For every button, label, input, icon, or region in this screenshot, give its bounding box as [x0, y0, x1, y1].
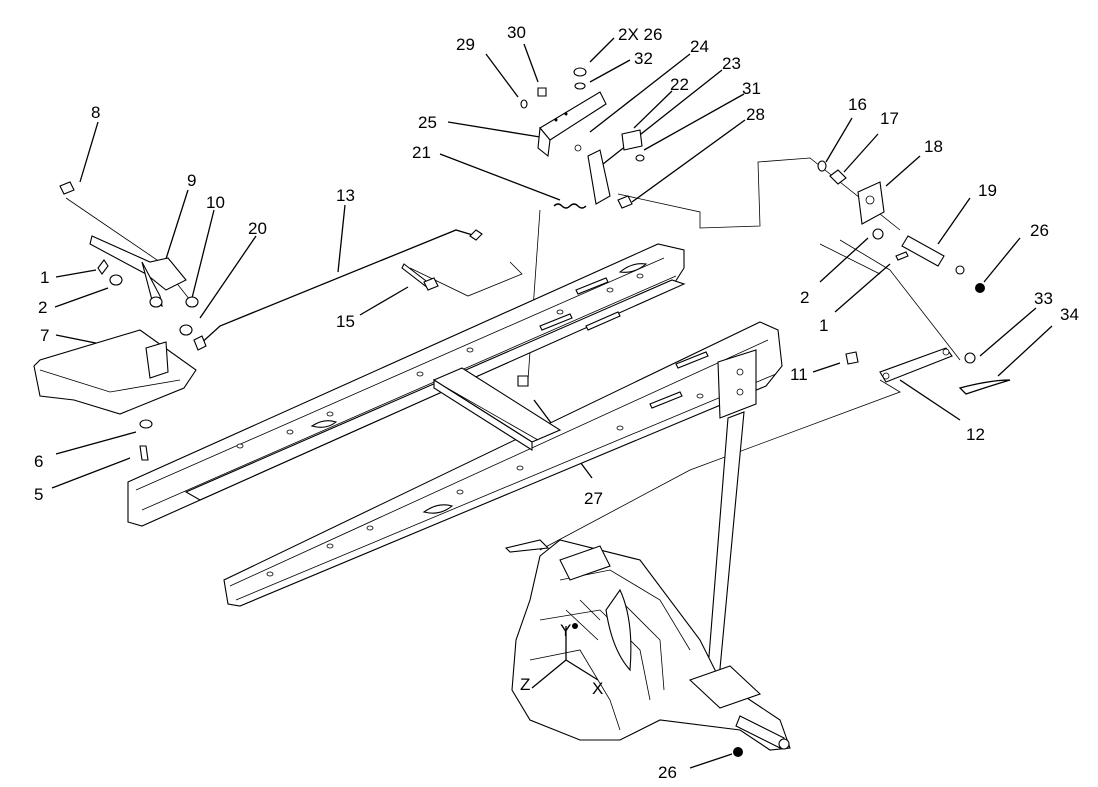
callout-7: 7	[40, 326, 49, 345]
callout-21: 21	[412, 143, 431, 162]
callout-labels: 8 9 10 20 1 2 7 6 5 13 15 29 30 2X 26 32…	[34, 23, 1079, 782]
callout-6: 6	[34, 452, 43, 471]
callout-5: 5	[34, 485, 43, 504]
drive-linkage-assembly	[817, 160, 1011, 395]
callout-10: 10	[206, 193, 225, 212]
callout-2x26: 2X 26	[618, 25, 662, 44]
callout-31: 31	[742, 79, 761, 98]
callout-15: 15	[336, 312, 355, 331]
callout-25: 25	[418, 113, 437, 132]
axis-label-y: Y	[560, 621, 571, 640]
assembly-centerlines	[65, 157, 961, 551]
callout-29: 29	[456, 35, 475, 54]
callout-34: 34	[1060, 305, 1079, 324]
callout-17: 17	[880, 109, 899, 128]
callout-2-left: 2	[38, 298, 47, 317]
callout-1-left: 1	[40, 268, 49, 287]
callout-26-right: 26	[1030, 221, 1049, 240]
axis-label-z: Z	[520, 675, 530, 694]
callout-12: 12	[966, 425, 985, 444]
transaxle-assembly: Z Y X	[504, 539, 791, 751]
callout-26-bottom: 26	[658, 763, 677, 782]
left-frame-rail	[127, 243, 686, 527]
bolt-15	[401, 263, 439, 291]
callout-18: 18	[924, 137, 943, 156]
leader-lines	[51, 37, 1053, 769]
callout-23: 23	[722, 54, 741, 73]
callout-28: 28	[746, 105, 765, 124]
callout-30: 30	[507, 23, 526, 42]
callout-16: 16	[848, 95, 867, 114]
callout-27: 27	[584, 489, 603, 508]
callout-19: 19	[978, 181, 997, 200]
axis-label-x: X	[592, 679, 603, 698]
callout-32: 32	[634, 49, 653, 68]
callout-33: 33	[1034, 289, 1053, 308]
callout-24: 24	[690, 37, 709, 56]
callout-1-right: 1	[819, 316, 828, 335]
brake-pedal-assembly	[33, 181, 199, 461]
callout-2-right: 2	[800, 288, 809, 307]
callout-20: 20	[248, 219, 267, 238]
nut-26-bottom	[733, 747, 743, 757]
callout-9: 9	[187, 171, 196, 190]
switch-bracket-assembly	[517, 67, 645, 387]
callout-13: 13	[336, 186, 355, 205]
brake-rod	[193, 229, 483, 351]
callout-11: 11	[790, 365, 808, 384]
callout-8: 8	[91, 103, 100, 122]
right-frame-rail	[223, 321, 783, 607]
cross-member	[432, 367, 562, 451]
callout-22: 22	[670, 75, 689, 94]
